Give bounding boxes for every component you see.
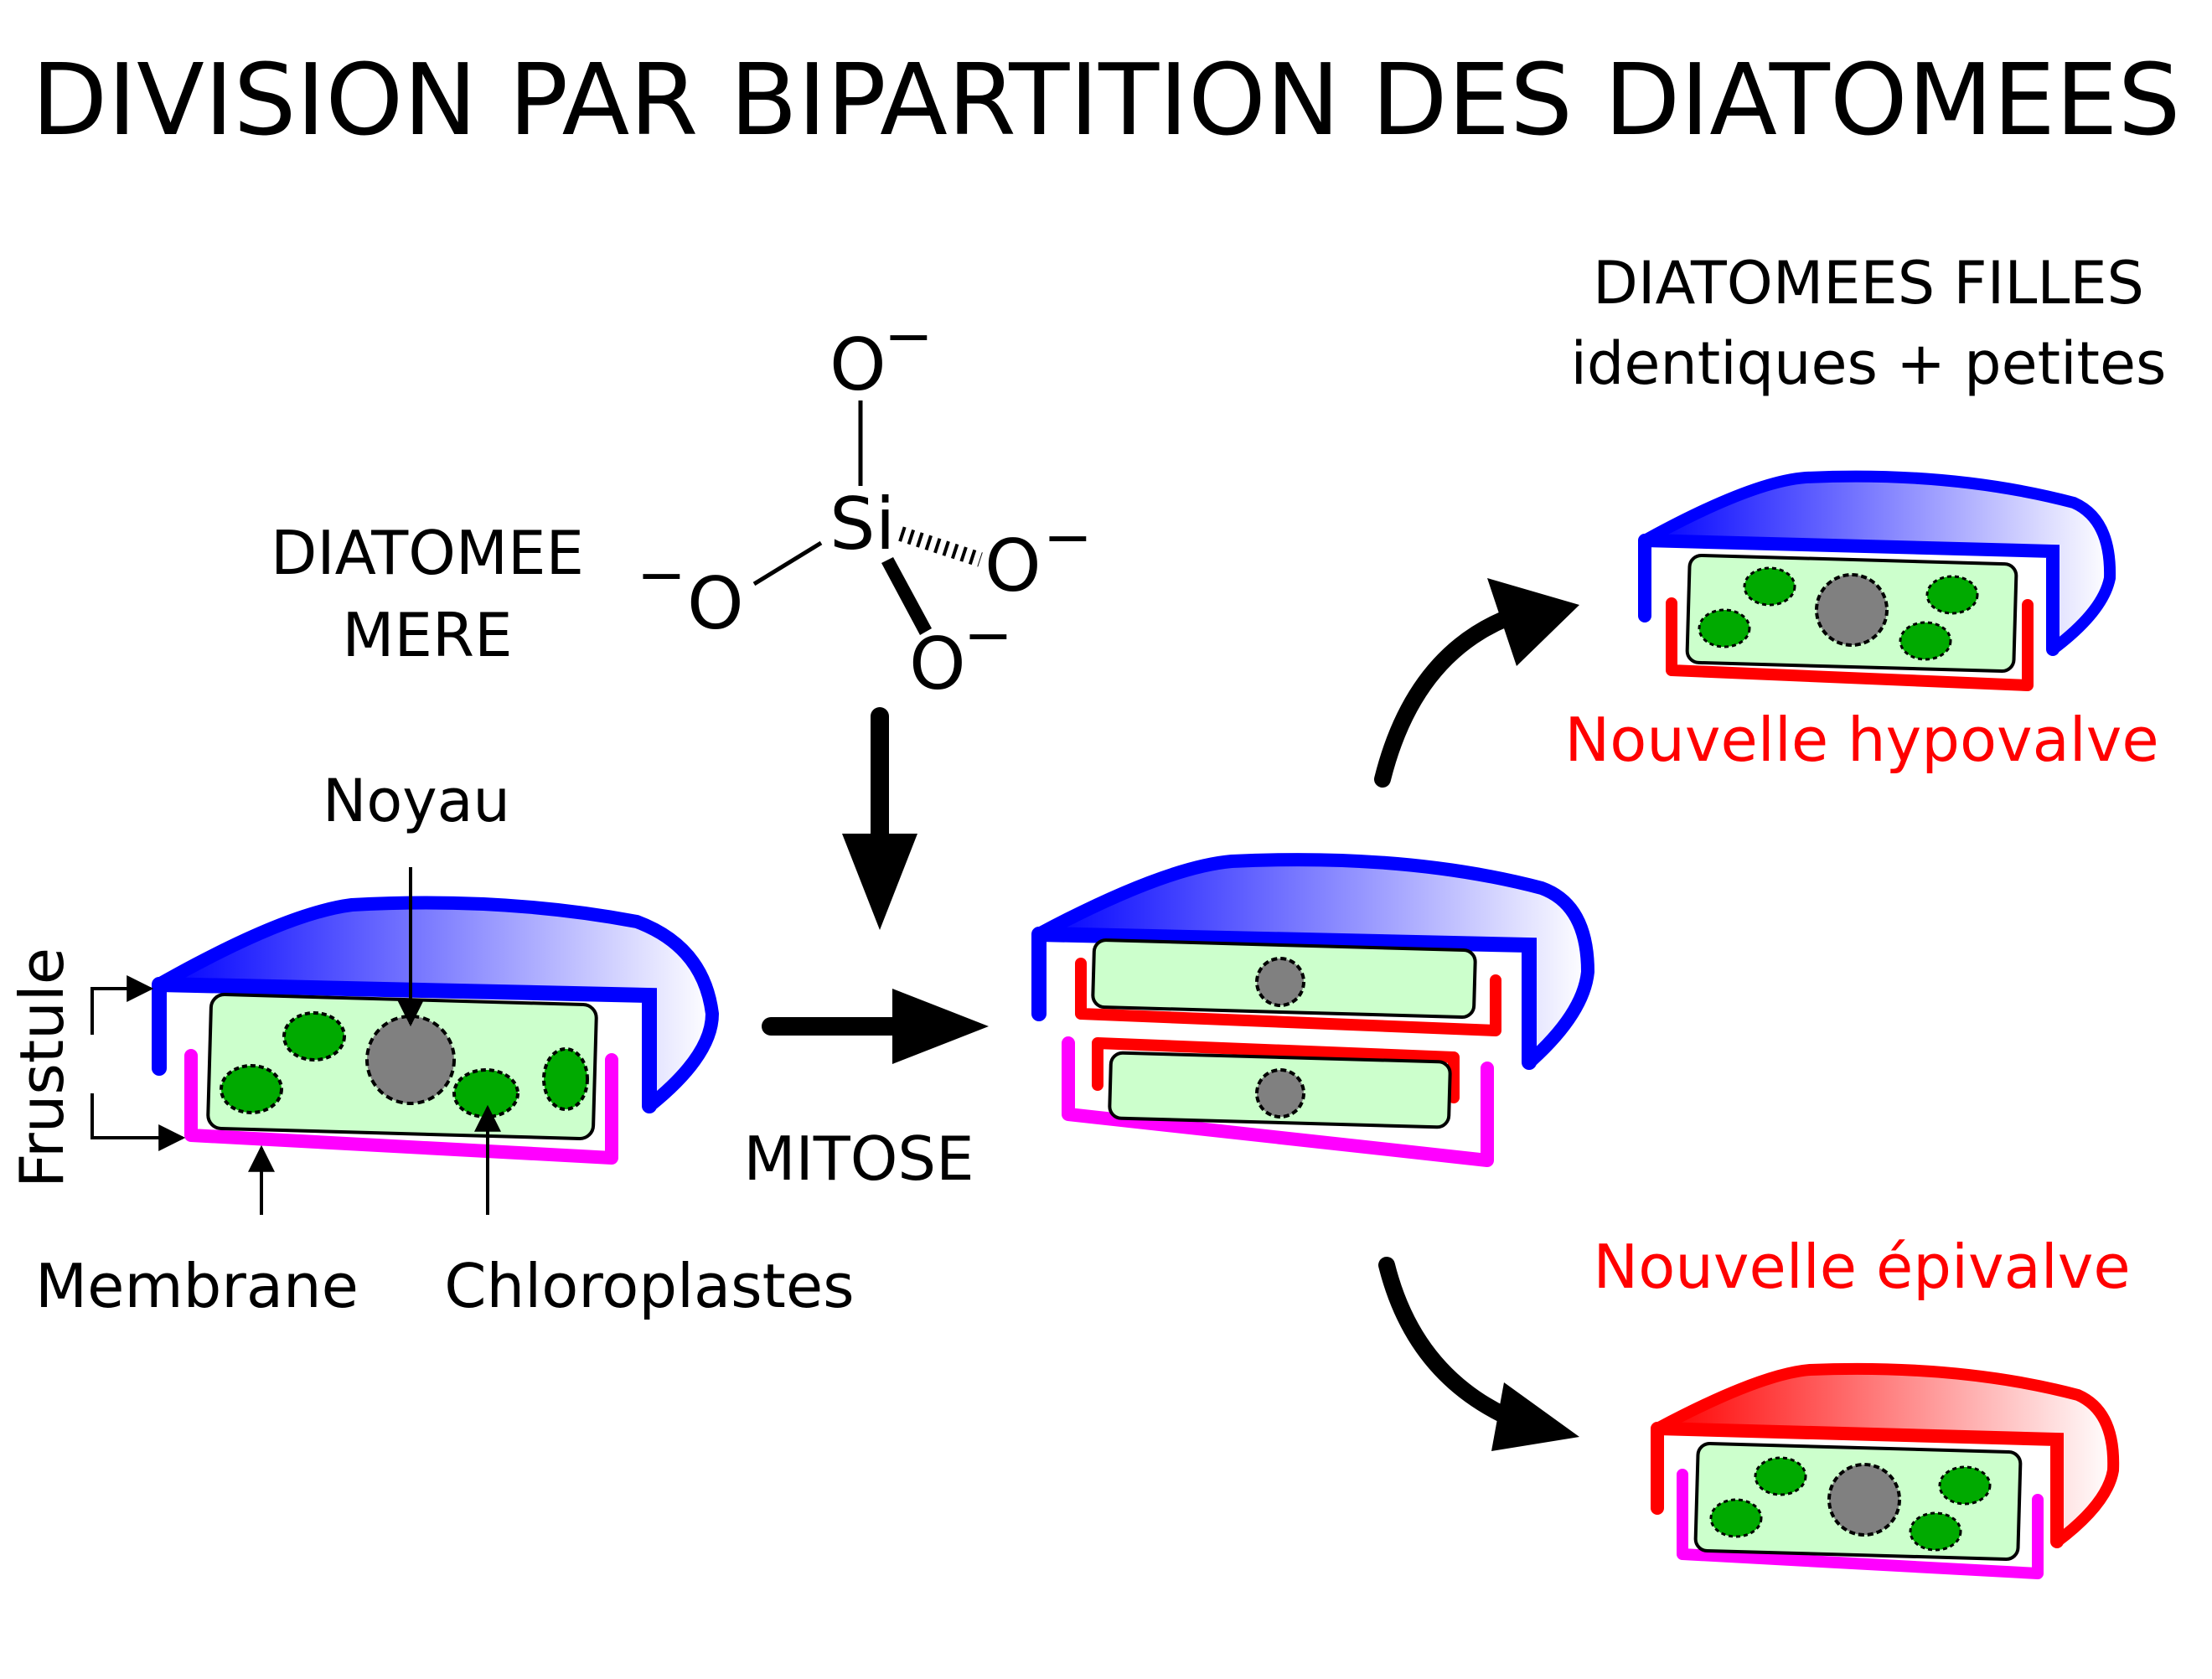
- nucleus: [365, 1015, 456, 1105]
- nucleus: [1827, 1463, 1901, 1537]
- epivalve-lid: [1032, 853, 1594, 1069]
- chloroplast: [1698, 608, 1751, 648]
- chloroplastes-label: Chloroplastes: [444, 1251, 854, 1321]
- silicon-atom: Si: [830, 483, 895, 566]
- new-hypovalve-label: Nouvelle hypovalve: [1564, 705, 2158, 775]
- chloroplast: [1909, 1511, 1962, 1552]
- epivalve-wall: [152, 977, 657, 1113]
- hypovalve: [1062, 1036, 1494, 1167]
- chloroplast: [1709, 1498, 1763, 1538]
- epivalve-lid: [1639, 470, 2116, 655]
- oxygen-top: O: [830, 323, 886, 407]
- new-hypovalve: [1075, 958, 1501, 1036]
- mother-label-line1: DIATOMEE: [271, 518, 584, 588]
- frustule-label: Frustule: [7, 948, 77, 1188]
- arrow-up-right: [1374, 578, 1579, 788]
- mitose-label: MITOSE: [743, 1124, 974, 1194]
- oxygen-right: O: [985, 524, 1041, 608]
- noyau-label: Noyau: [323, 767, 510, 835]
- chloroplast: [542, 1047, 589, 1111]
- silicate-ion: Si O − O − O − O −: [637, 302, 1093, 706]
- arrow-down-right: [1378, 1257, 1579, 1451]
- new-hypovalve: [1666, 597, 2034, 691]
- new-epivalve-lid: [1651, 1362, 2120, 1547]
- chloroplast: [1899, 621, 1952, 661]
- daughter-diatom-bottom: [1651, 1362, 2120, 1579]
- mother-label-line2: MERE: [342, 600, 512, 670]
- chloroplast: [1754, 1456, 1807, 1496]
- chloroplast: [220, 1064, 283, 1114]
- chloroplast: [1925, 575, 1979, 615]
- bond-wedge-bottom: [881, 557, 932, 635]
- new-epivalve-label: Nouvelle épivalve: [1593, 1232, 2130, 1302]
- hypovalve: [1677, 1469, 2044, 1579]
- charge-right: −: [1043, 503, 1093, 571]
- daughter-nucleus-bottom: [1255, 1068, 1305, 1118]
- arrow-down: [842, 707, 917, 930]
- charge-bottom: −: [964, 601, 1013, 669]
- epivalve-wall: [1031, 927, 1537, 1070]
- chloroplast: [1743, 566, 1796, 607]
- frustule-bracket-top: [90, 975, 154, 1035]
- page-title: DIVISION PAR BIPARTITION DES DIATOMEES: [31, 42, 2180, 158]
- mother-diatom: [152, 896, 719, 1165]
- bond-hashed-right: [898, 526, 983, 567]
- chloroplast: [282, 1011, 346, 1062]
- arrow-mitose: [762, 989, 989, 1064]
- new-epivalve-wall: [1651, 1422, 2064, 1548]
- dividing-diatom: [1031, 853, 1594, 1167]
- daughters-label-line1: DIATOMEES FILLES: [1593, 249, 2144, 318]
- hypovalve: [184, 1049, 618, 1165]
- charge-left: −: [637, 540, 686, 609]
- daughter-nucleus-top: [1255, 957, 1305, 1007]
- chloroplast: [1938, 1465, 1992, 1506]
- epivalve-wall: [1638, 534, 2060, 656]
- new-epivalve: [1092, 1037, 1460, 1103]
- bond-left: [752, 540, 823, 586]
- membrane-label: Membrane: [35, 1251, 359, 1321]
- frustule-bracket-bottom: [90, 1093, 186, 1151]
- nucleus: [1815, 573, 1889, 647]
- daughters-label-line2: identiques + petites: [1570, 329, 2166, 398]
- epivalve-lid: [152, 896, 719, 1113]
- daughter-diatom-top: [1638, 470, 2116, 691]
- oxygen-bottom: O: [909, 623, 966, 706]
- oxygen-left: O: [687, 562, 744, 646]
- charge-top: −: [884, 302, 933, 370]
